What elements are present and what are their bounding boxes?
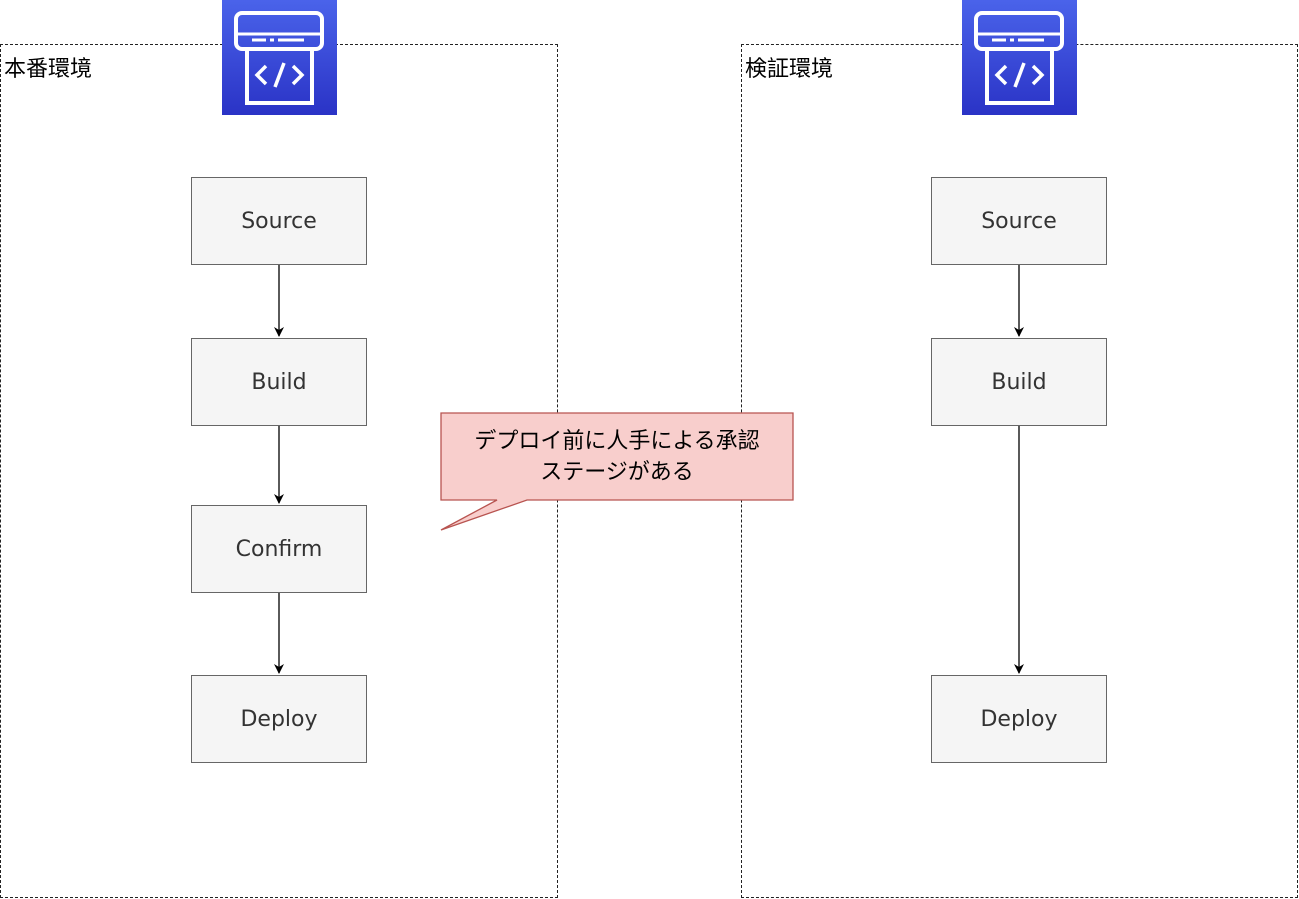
callout-line-2: ステージがある (540, 459, 694, 485)
env-stg-container (741, 44, 1298, 898)
stage-confirm: Confirm (191, 505, 367, 593)
stage-source: Source (931, 177, 1107, 265)
stage-source: Source (191, 177, 367, 265)
callout-line-1: デプロイ前に人手による承認 (474, 428, 760, 454)
stage-deploy: Deploy (931, 675, 1107, 763)
stage-build: Build (931, 338, 1107, 426)
stage-deploy: Deploy (191, 675, 367, 763)
env-stg-label: 検証環境 (745, 57, 834, 82)
env-prod-label: 本番環境 (4, 57, 93, 82)
codepipeline-icon (222, 0, 337, 115)
callout-text: デプロイ前に人手による承認 ステージがある (441, 413, 793, 500)
stage-build: Build (191, 338, 367, 426)
codepipeline-icon (962, 0, 1077, 115)
